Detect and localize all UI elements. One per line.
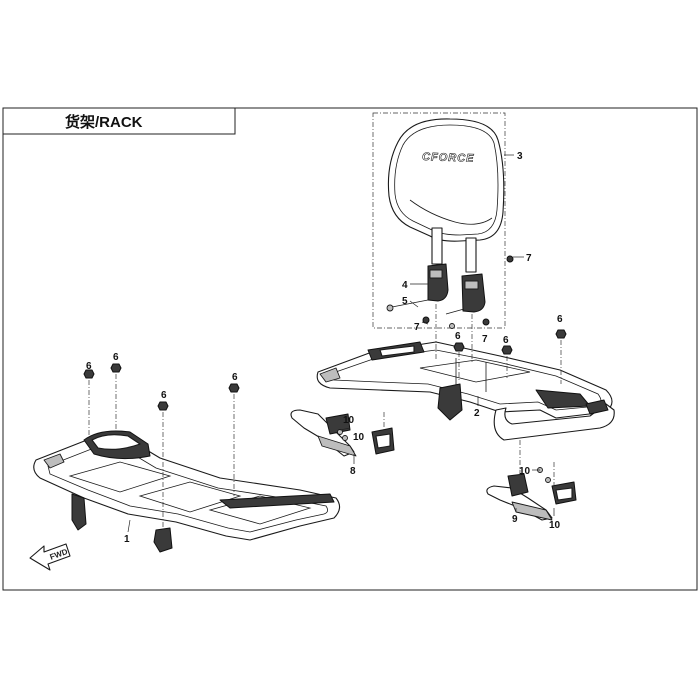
bolt-left [386, 299, 429, 312]
front-rack-frame [33, 437, 341, 541]
page-title: 货架/RACK [65, 113, 143, 131]
front-rack-bolts [83, 363, 240, 530]
callout-10-right-a: 10 [519, 466, 531, 477]
callout-7-top: 7 [526, 253, 532, 264]
backrest-assembly: CFORCE [372, 112, 514, 329]
front-bolt-3 [157, 401, 169, 530]
front-bolt-2 [110, 363, 122, 430]
front-bolt-1 [83, 369, 95, 436]
rear-rack-bolts [435, 304, 567, 384]
callout-10-left-a: 10 [343, 415, 355, 426]
callout-6-rear-b: 6 [557, 314, 563, 325]
callout-2: 2 [474, 408, 480, 419]
front-bolt-4 [228, 383, 240, 496]
bolt-right [422, 308, 465, 324]
callout-6-front-a: 6 [86, 361, 92, 372]
callout-6-front-c: 6 [161, 390, 167, 401]
callout-7-right: 7 [482, 334, 488, 345]
title-block: 货架/RACK [2, 107, 236, 135]
callout-6-front-d: 6 [232, 372, 238, 383]
rear-rack [316, 341, 615, 441]
rear-bolt-1 [453, 342, 465, 380]
callout-6-front-b: 6 [113, 352, 119, 363]
callout-5: 5 [402, 296, 408, 307]
callout-3: 3 [517, 151, 523, 162]
callout-4: 4 [402, 280, 408, 291]
footrest-left [290, 409, 395, 457]
front-rack [33, 430, 341, 553]
callout-7-left: 7 [414, 322, 420, 333]
callout-labels: 3 7 4 5 7 7 6 6 6 2 10 10 8 10 10 [86, 151, 563, 545]
callout-6-rear-a: 6 [503, 335, 509, 346]
backrest-brand-mark: CFORCE [422, 151, 475, 165]
callout-10-right-b: 10 [549, 520, 561, 531]
nut-7-lower [482, 318, 490, 326]
nut-7-top [506, 255, 514, 263]
rear-rack-frame [316, 341, 613, 419]
backrest-bracket-right [461, 273, 486, 313]
callout-1: 1 [124, 534, 130, 545]
rear-bolt-2 [501, 345, 513, 378]
footrest-right [486, 440, 577, 521]
backrest-cushion [387, 118, 505, 242]
fwd-arrow: FWD [29, 543, 71, 571]
callout-6-center: 6 [455, 331, 461, 342]
callout-9: 9 [512, 514, 518, 525]
rear-bolt-3 [555, 329, 567, 384]
backrest-dashed-box [372, 112, 506, 329]
callout-8: 8 [350, 466, 356, 477]
callout-10-left-b: 10 [353, 432, 365, 443]
sheet-border [2, 107, 698, 591]
